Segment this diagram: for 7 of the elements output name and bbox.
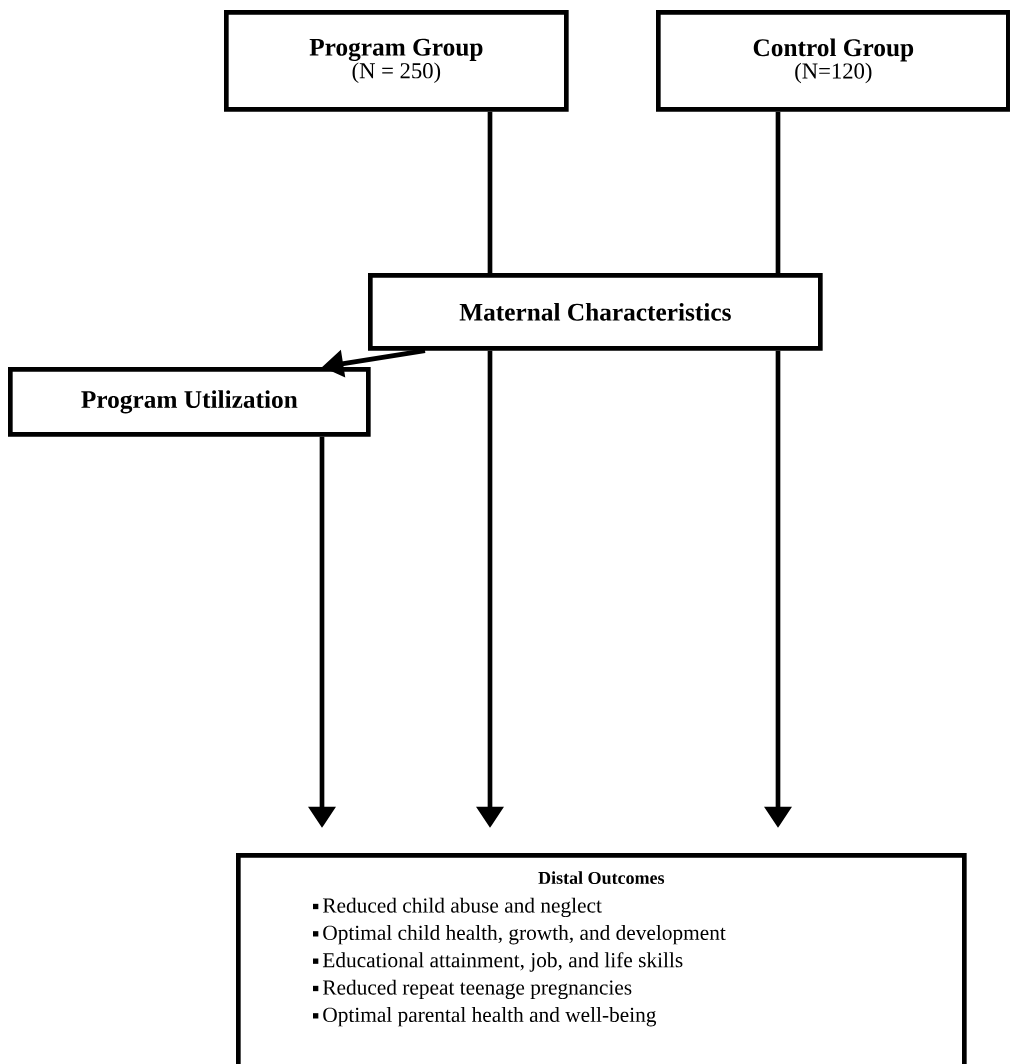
process-box: Program Utilization — [8, 367, 371, 437]
outcomes-box: Distal Outcomes Reduced child abuse and neglect Optimal child health, growth, and development Educational attainment, job, and life skills Reduced repeat teenage pregnancies Optimal parental health and well-being — [236, 853, 967, 1064]
group-box: Control Group (N=120) — [656, 10, 1010, 112]
group-box: Program Group (N = 250) — [224, 10, 569, 112]
connector-line — [775, 111, 781, 273]
connector-line — [487, 111, 493, 273]
process-box: Maternal Characteristics — [368, 273, 823, 351]
